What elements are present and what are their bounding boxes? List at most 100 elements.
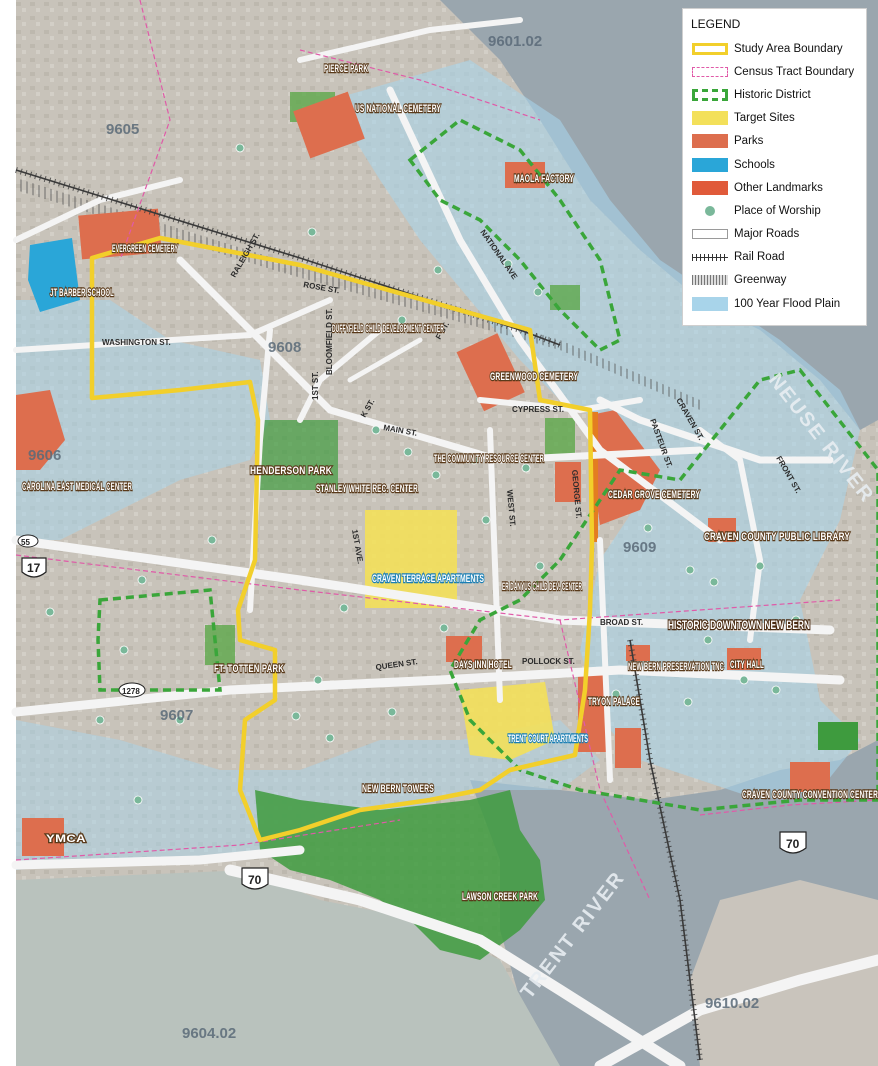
lawson-creek-label: LAWSON CREEK PARK (462, 891, 538, 903)
tract-label: 9607 (160, 707, 193, 724)
historic-downtown-label: HISTORIC DOWNTOWN NEW BERN (668, 618, 810, 632)
census-tract-boundaries (15, 0, 878, 901)
street-label: POLLOCK ST. (522, 657, 575, 666)
craven-terrace-label: CRAVEN TERRACE APARTMENTS (372, 573, 484, 585)
convention-center-label: CRAVEN COUNTY CONVENTION CENTER (742, 789, 878, 801)
city-hall-label: CITY HALL (730, 659, 764, 671)
henderson-park-area (258, 420, 338, 490)
days-inn-label: DAYS INN HOTEL (454, 659, 512, 671)
cedar-grove-label: CEDAR GROVE CEMETERY (608, 489, 700, 501)
street-label: WEST ST. (505, 489, 517, 527)
lower-left-marsh (16, 870, 560, 1066)
legend-item-label: 100 Year Flood Plain (734, 297, 841, 310)
lawson-creek-park-area (255, 790, 545, 960)
parks-swatch (691, 133, 729, 149)
greenway-swatch (691, 272, 729, 288)
landmarks-swatch (691, 180, 729, 196)
tract-label: 9601.02 (488, 33, 542, 50)
evergreen-cemetery-area (78, 208, 162, 260)
legend-item-label: Major Roads (734, 228, 800, 241)
pierce-park-text: PIERCE PARK (324, 63, 368, 75)
us-70-east-shield: 70 (779, 831, 807, 854)
tract-label: 9610.02 (705, 995, 759, 1012)
legend-item-label: Target Sites (734, 112, 795, 125)
map-legend: LEGEND Study Area Boundary Census Tract … (682, 8, 867, 326)
study-area-swatch (691, 41, 729, 57)
jt-barber-school-area (28, 238, 80, 312)
tract-label: 9608 (268, 339, 301, 356)
worship-dot (691, 203, 729, 219)
preservation-label: NEW BERN PRESERVATION TNC (628, 661, 724, 673)
legend-item-label: Historic District (734, 88, 811, 101)
legend-item: 100 Year Flood Plain (691, 292, 860, 315)
convention-park-area (818, 722, 858, 750)
danyus-area (555, 462, 581, 502)
legend-item: Historic District (691, 83, 860, 106)
tract-label: 9609 (623, 539, 656, 556)
trent-court-site (460, 682, 555, 760)
duffyfield-center-label: DUFFYFIELD CHILD DEVELOPMENT CENTER (332, 323, 444, 335)
legend-item: Parks (691, 130, 860, 153)
legend-item: Greenway (691, 269, 860, 292)
street-label: CYPRESS ST. (512, 405, 564, 414)
peninsula-lower-right (690, 880, 878, 1066)
tract-label: 9606 (28, 447, 61, 464)
major-roads (11, 17, 878, 1066)
carolina-east-label: CAROLINA EAST MEDICAL CENTER (22, 481, 132, 493)
legend-item-label: Census Tract Boundary (734, 65, 855, 78)
us-national-cemetery-label: US NATIONAL CEMETERY (355, 103, 441, 115)
green-strip-mid (545, 418, 575, 458)
legend-item-label: Study Area Boundary (734, 42, 843, 55)
legend-item: Census Tract Boundary (691, 60, 860, 83)
street-label: BLOOMFIELD ST. (325, 308, 334, 375)
us-national-cemetery-area (293, 91, 365, 159)
new-bern-towers-label: NEW BERN TOWERS (362, 783, 434, 795)
tryon-palace-area-2 (615, 728, 641, 768)
major-roads-swatch (691, 226, 729, 242)
nc-55-shield: 55 (17, 534, 39, 548)
legend-title: LEGEND (691, 17, 741, 31)
preservation-area (626, 645, 650, 661)
craven-library-label: CRAVEN COUNTY PUBLIC LIBRARY (704, 531, 850, 543)
schools-swatch (691, 157, 729, 173)
legend-item: Place of Worship (691, 199, 860, 222)
community-resource-label: THE COMMUNITY RESOURCE CENTER (434, 453, 544, 465)
street-label: WASHINGTON ST. (102, 338, 171, 347)
floodplain-south (16, 720, 600, 870)
legend-item: Schools (691, 153, 860, 176)
worship-markers (45, 143, 801, 805)
cedar-grove-strip (590, 412, 598, 542)
historic-district-boundaries (96, 117, 878, 812)
pierce-park-label: PIERCE PARK (323, 62, 369, 76)
greenwood-cemetery-label: GREENWOOD CEMETERY (490, 371, 578, 383)
greenwood-cemetery-area (456, 333, 525, 412)
us-70-east-number: 70 (786, 837, 800, 851)
us-70-west-shield: 70 (241, 867, 269, 890)
legend-item-label: Parks (734, 135, 764, 148)
trent-court-label: TRENT COURT APARTMENTS (508, 733, 588, 745)
railroad-swatch (691, 249, 729, 265)
days-inn-area (446, 636, 482, 662)
danyus-center-label: ER DANYUS CHILD DEV. CENTER (502, 581, 582, 593)
green-strip-north (550, 285, 580, 310)
legend-item: Major Roads (691, 223, 860, 246)
street-label: GEORGE ST. (570, 469, 583, 519)
us-70-west-number: 70 (248, 873, 262, 887)
convention-center-area (790, 762, 830, 792)
tract-label: 9604.02 (182, 1025, 236, 1042)
stanley-white-label: STANLEY WHITE REC. CENTER (316, 483, 418, 495)
historic-district-swatch (691, 87, 729, 103)
floodplain-west (16, 300, 270, 540)
tryon-palace-label: TRYON PALACE (588, 696, 640, 708)
ft-totten-label: FT. TOTTEN PARK (214, 663, 284, 675)
legend-item: Other Landmarks (691, 176, 860, 199)
target-sites-swatch (691, 110, 729, 126)
study-area-boundary (89, 235, 595, 843)
legend-item-label: Schools (734, 158, 775, 171)
legend-item: Rail Road (691, 246, 860, 269)
route-1278-number: 1278 (122, 687, 140, 696)
street-label: BROAD ST. (600, 618, 643, 627)
route-1278-shield: 1278 (118, 682, 146, 698)
carolina-east-area (16, 390, 65, 470)
henderson-park-label: HENDERSON PARK (250, 465, 332, 477)
